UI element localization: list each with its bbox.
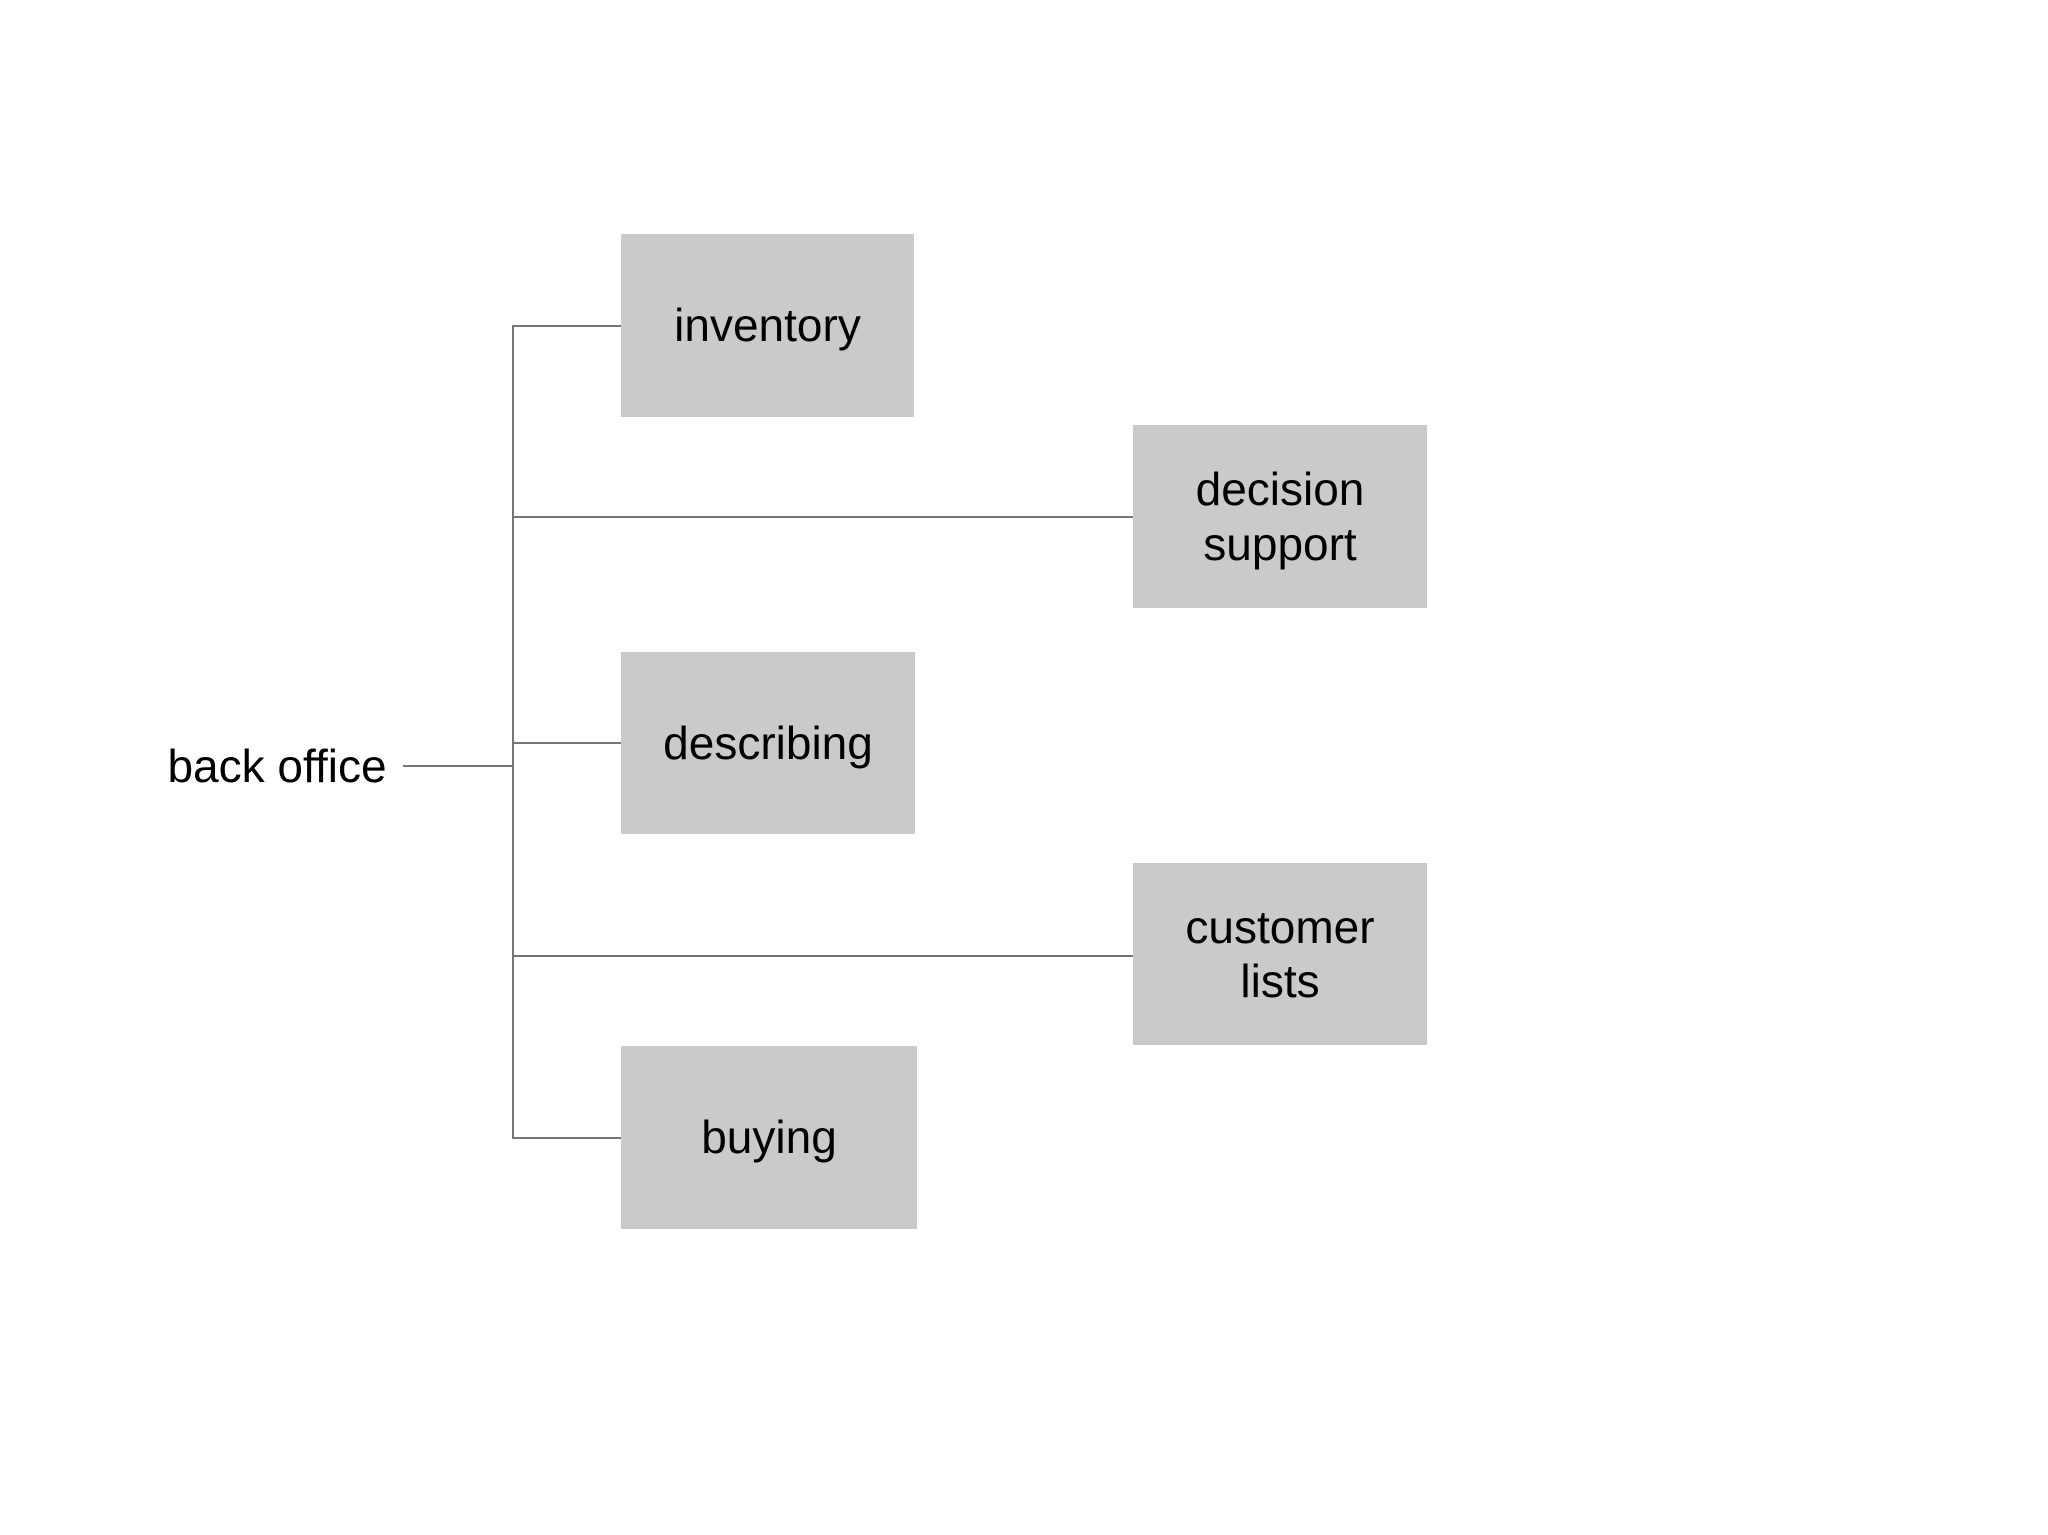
edge-trunk-line (512, 326, 514, 1139)
node-inventory: inventory (621, 234, 914, 417)
edge-branch-buying (512, 1137, 622, 1139)
edge-root-connector (403, 765, 513, 767)
node-describing: describing (621, 652, 915, 834)
node-decision-support: decision support (1133, 425, 1427, 608)
node-customer-lists: customer lists (1133, 863, 1427, 1045)
edge-branch-describing (512, 742, 622, 744)
edge-branch-inventory (512, 325, 622, 327)
edge-branch-decision-support (512, 516, 1133, 518)
edge-branch-customer-lists (512, 955, 1133, 957)
node-back-office: back office (167, 739, 387, 792)
node-buying: buying (621, 1046, 917, 1229)
